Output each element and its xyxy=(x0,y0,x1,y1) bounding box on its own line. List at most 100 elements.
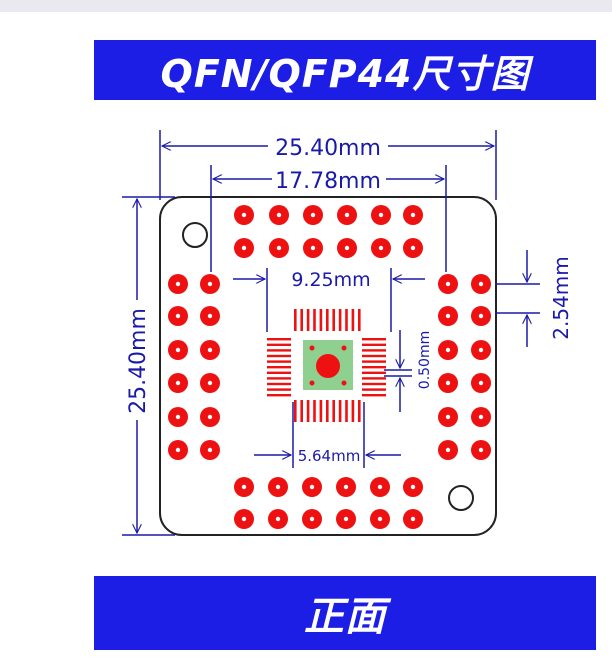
ic-pin xyxy=(306,309,310,331)
ic-pin xyxy=(306,400,310,422)
top-header-pad xyxy=(337,238,357,258)
bottom-header-pad xyxy=(268,509,288,529)
ic-pin xyxy=(362,354,386,358)
top-header-pad xyxy=(337,205,357,225)
bottom-header-pad xyxy=(403,509,423,529)
bottom-header-pad xyxy=(234,477,254,497)
right-header-pad xyxy=(471,274,491,294)
ic-pin xyxy=(267,349,291,352)
right-header-pad xyxy=(438,407,458,427)
ic-pin xyxy=(267,394,291,397)
ic-pin xyxy=(362,366,386,369)
ic-pin xyxy=(362,388,386,391)
thermal-via xyxy=(309,380,315,386)
ic-pin xyxy=(294,400,297,422)
ic-pin xyxy=(338,309,342,331)
ic-pin xyxy=(267,338,291,341)
ic-pin xyxy=(351,309,355,331)
ic-pin xyxy=(300,309,303,331)
top-header-pad xyxy=(269,238,289,258)
thermal-via xyxy=(341,345,347,351)
bottom-header-pad xyxy=(370,477,390,497)
bottom-header-pad xyxy=(268,477,288,497)
ic-pin xyxy=(267,382,291,386)
right-header-pad xyxy=(438,440,458,460)
top-header-pad xyxy=(403,238,423,258)
left-header-pad xyxy=(200,340,220,360)
bottom-header-pad xyxy=(403,477,423,497)
ic-pin xyxy=(338,400,342,422)
bottom-header-pad xyxy=(370,509,390,529)
inner-width-label: 17.78mm xyxy=(275,169,381,194)
right-header-pad xyxy=(471,407,491,427)
thermal-via xyxy=(309,345,315,351)
top-strip xyxy=(0,0,612,12)
ic-pitch-label: 0.50mm xyxy=(417,331,433,389)
bottom-header-pad xyxy=(336,477,356,497)
right-header-pad xyxy=(438,274,458,294)
ic-pin xyxy=(351,400,355,422)
left-header-pad xyxy=(200,407,220,427)
ic-pin xyxy=(267,354,291,358)
mounting-hole-top-left xyxy=(182,222,208,248)
ic-pin xyxy=(345,400,348,422)
ic-pin xyxy=(332,309,335,331)
top-header-pad xyxy=(234,238,254,258)
center-pad-label: 5.64mm xyxy=(298,447,361,465)
ic-pin xyxy=(267,360,291,363)
ic-pin xyxy=(332,400,335,422)
ic-pin xyxy=(358,309,361,331)
right-header-pad xyxy=(438,340,458,360)
ic-pin xyxy=(319,400,323,422)
left-header-pad xyxy=(168,274,188,294)
bottom-header-pad xyxy=(336,509,356,529)
right-header-pad xyxy=(471,373,491,393)
bottom-header-pad xyxy=(234,509,254,529)
left-header-pad xyxy=(200,373,220,393)
top-header-pad xyxy=(403,205,423,225)
left-header-pad xyxy=(168,407,188,427)
ic-pin xyxy=(267,366,291,369)
board-height-label: 25.40mm xyxy=(126,308,151,414)
top-header-pad xyxy=(371,205,391,225)
ic-pin xyxy=(319,309,323,331)
left-header-pad xyxy=(168,306,188,326)
left-header-pad xyxy=(168,373,188,393)
top-header-pad xyxy=(371,238,391,258)
left-header-pad xyxy=(168,340,188,360)
ic-pin xyxy=(294,309,297,331)
ic-pin xyxy=(362,338,386,341)
center-via xyxy=(316,354,340,378)
top-header-pad xyxy=(303,205,323,225)
ic-pin xyxy=(362,349,386,352)
thermal-via xyxy=(341,380,347,386)
ic-pin xyxy=(326,309,329,331)
ic-pin xyxy=(300,400,303,422)
ic-pin xyxy=(267,343,291,346)
ic-pin xyxy=(267,371,291,374)
ic-footprint xyxy=(267,309,386,422)
right-header-pad xyxy=(438,306,458,326)
right-header-pad xyxy=(438,373,458,393)
board-width-label: 25.40mm xyxy=(275,136,381,161)
mounting-hole-bottom-right xyxy=(448,485,474,511)
bottom-header-pad xyxy=(302,477,322,497)
side-label: 正面 xyxy=(304,594,386,640)
header-pads xyxy=(168,205,491,529)
pad-span-label: 9.25mm xyxy=(291,269,370,291)
ic-pin xyxy=(362,382,386,386)
left-header-pad xyxy=(168,440,188,460)
left-header-pad xyxy=(200,440,220,460)
ic-pin xyxy=(362,394,386,397)
ic-pin xyxy=(358,400,361,422)
ic-pin xyxy=(362,377,386,380)
top-header-pad xyxy=(234,205,254,225)
right-header-pad xyxy=(471,306,491,326)
ic-pin xyxy=(362,360,386,363)
ic-pin xyxy=(362,371,386,374)
footer-banner: 正面 xyxy=(94,576,596,650)
left-header-pad xyxy=(200,274,220,294)
top-header-pad xyxy=(303,238,323,258)
ic-pin xyxy=(267,388,291,391)
